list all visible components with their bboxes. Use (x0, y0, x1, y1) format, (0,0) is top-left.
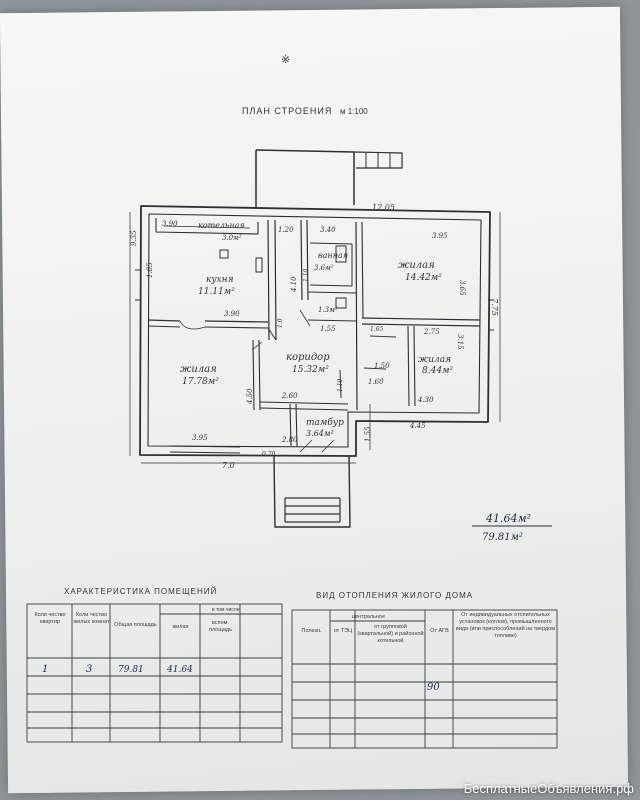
room-zhilaya3-area: 8.44м² (422, 366, 454, 376)
char-cell-rooms: 3 (86, 664, 92, 675)
dim-label: 7.0 (222, 461, 235, 470)
dim-label: 3.65 (458, 280, 466, 296)
char-group-header: в том числе (212, 607, 240, 613)
room-kukhnya-area: 11.11м² (198, 287, 235, 297)
char-table-headers: в том числе Коли чество квартир Коли чес… (34, 607, 240, 633)
dim-label: 3.95 (432, 232, 448, 240)
room-zhilaya2-area: 17.78м² (182, 377, 219, 387)
plan-walls (129, 149, 501, 528)
dim-label: 3.90 (162, 220, 178, 228)
char-header-5: вспом. площадь (209, 620, 232, 633)
dim-label: 7.75 (490, 298, 499, 316)
room-koridor-area: 15.32м² (292, 365, 329, 375)
plan-scale: м 1:100 (340, 107, 368, 116)
dim-label: 4.50 (246, 388, 254, 405)
room-sanuzel-area: 1.3м² (318, 306, 338, 314)
char-header-1: Коли чество квартир (34, 612, 66, 625)
room-zhilaya1-name: жилая (398, 260, 435, 271)
heat-header-1: Полезн. (301, 628, 322, 634)
dimension-labels: 12.05 3.90 1.20 3.40 3.95 9.35 1.85 4.10… (130, 203, 499, 470)
room-zhilaya1-area: 14.42м² (405, 273, 442, 283)
dim-label: 1.20 (278, 226, 294, 234)
heat-table-headers: центральное Полезн. от ТЭЦ от групповой … (301, 612, 556, 644)
char-header-2: Коли чество жилых комнат (73, 612, 110, 625)
char-cell-living: 41.64 (166, 665, 193, 675)
room-vanna-name: ванная (318, 251, 348, 260)
heat-header-5: От индивидуальных отопительных установок… (455, 612, 556, 639)
dim-label: 9.35 (130, 230, 138, 246)
dim-label: 2.75 (423, 328, 440, 336)
dim-label: 12.05 (372, 203, 395, 212)
dim-label: 1.10 (303, 268, 310, 282)
dim-label: 2.60 (281, 392, 298, 400)
room-kotelnaya-area: 3.0м² (222, 234, 242, 242)
dim-label: 3.40 (320, 226, 336, 234)
plan-title: ПЛАН СТРОЕНИЯ (242, 106, 332, 116)
char-table-row: 1 3 79.81 41.64 (42, 664, 193, 675)
char-table (26, 603, 283, 743)
dim-label: 1.0 (277, 318, 284, 328)
char-cell-total: 79.81 (118, 665, 144, 675)
dim-label: 3.95 (192, 434, 208, 442)
room-tambur-name: тамбур (306, 417, 344, 428)
heat-table-title: ВИД ОТОПЛЕНИЯ ЖИЛОГО ДОМА (316, 591, 473, 600)
dim-label: 4.45 (409, 422, 426, 430)
heat-cell-agv: 90 (427, 682, 440, 693)
dim-label: 3.15 (456, 334, 464, 350)
dim-label: 1.65 (370, 326, 384, 333)
dim-label: 2.80 (281, 436, 298, 444)
room-kukhnya-name: кухня (206, 275, 234, 285)
room-zhilaya2-name: жилая (180, 364, 217, 375)
char-header-3: Общая площадь (114, 622, 157, 628)
room-kotelnaya-name: котельная (198, 221, 245, 230)
total-area: 41.64м² (485, 512, 531, 525)
heat-header-4: От АГВ (430, 628, 449, 634)
room-labels: котельная 3.0м² кухня 11.11м² ванная 3.6… (180, 221, 454, 438)
dim-label: 0.70 (262, 451, 276, 458)
dim-label: 1.50 (374, 362, 390, 370)
dim-label: 1.85 (146, 262, 154, 278)
heat-group-header: центральное (352, 614, 385, 620)
dim-label: 3.90 (224, 310, 240, 318)
char-table-title: ХАРАКТЕРИСТИКА ПОМЕЩЕНИЙ (64, 587, 217, 596)
totals: 41.64м² 79.81м² (472, 512, 552, 543)
watermark: БесплатныеОбъявления.рф (463, 781, 634, 796)
dim-label: 1.55 (320, 325, 336, 333)
heat-table (291, 609, 558, 749)
room-tambur-area: 3.64м² (306, 429, 334, 438)
room-koridor-name: коридор (286, 352, 330, 363)
room-zhilaya3-name: жилая (418, 355, 451, 365)
char-header-4: жилая (172, 624, 189, 630)
heat-header-3: от групповой (квартальной) и районной ко… (357, 624, 424, 644)
stamp-mark: ※ (281, 54, 290, 66)
dim-label: 1.60 (368, 378, 384, 386)
secondary-area: 79.81м² (482, 532, 523, 543)
dim-label: 4.30 (417, 396, 434, 404)
char-cell-apartments: 1 (42, 664, 48, 675)
dim-label: 1.10 (337, 378, 344, 392)
room-vanna-area: 3.6м² (314, 264, 334, 272)
heat-header-2: от ТЭЦ (333, 628, 353, 634)
dim-label: 4.10 (290, 276, 298, 293)
dim-label: 1.55 (364, 426, 372, 442)
